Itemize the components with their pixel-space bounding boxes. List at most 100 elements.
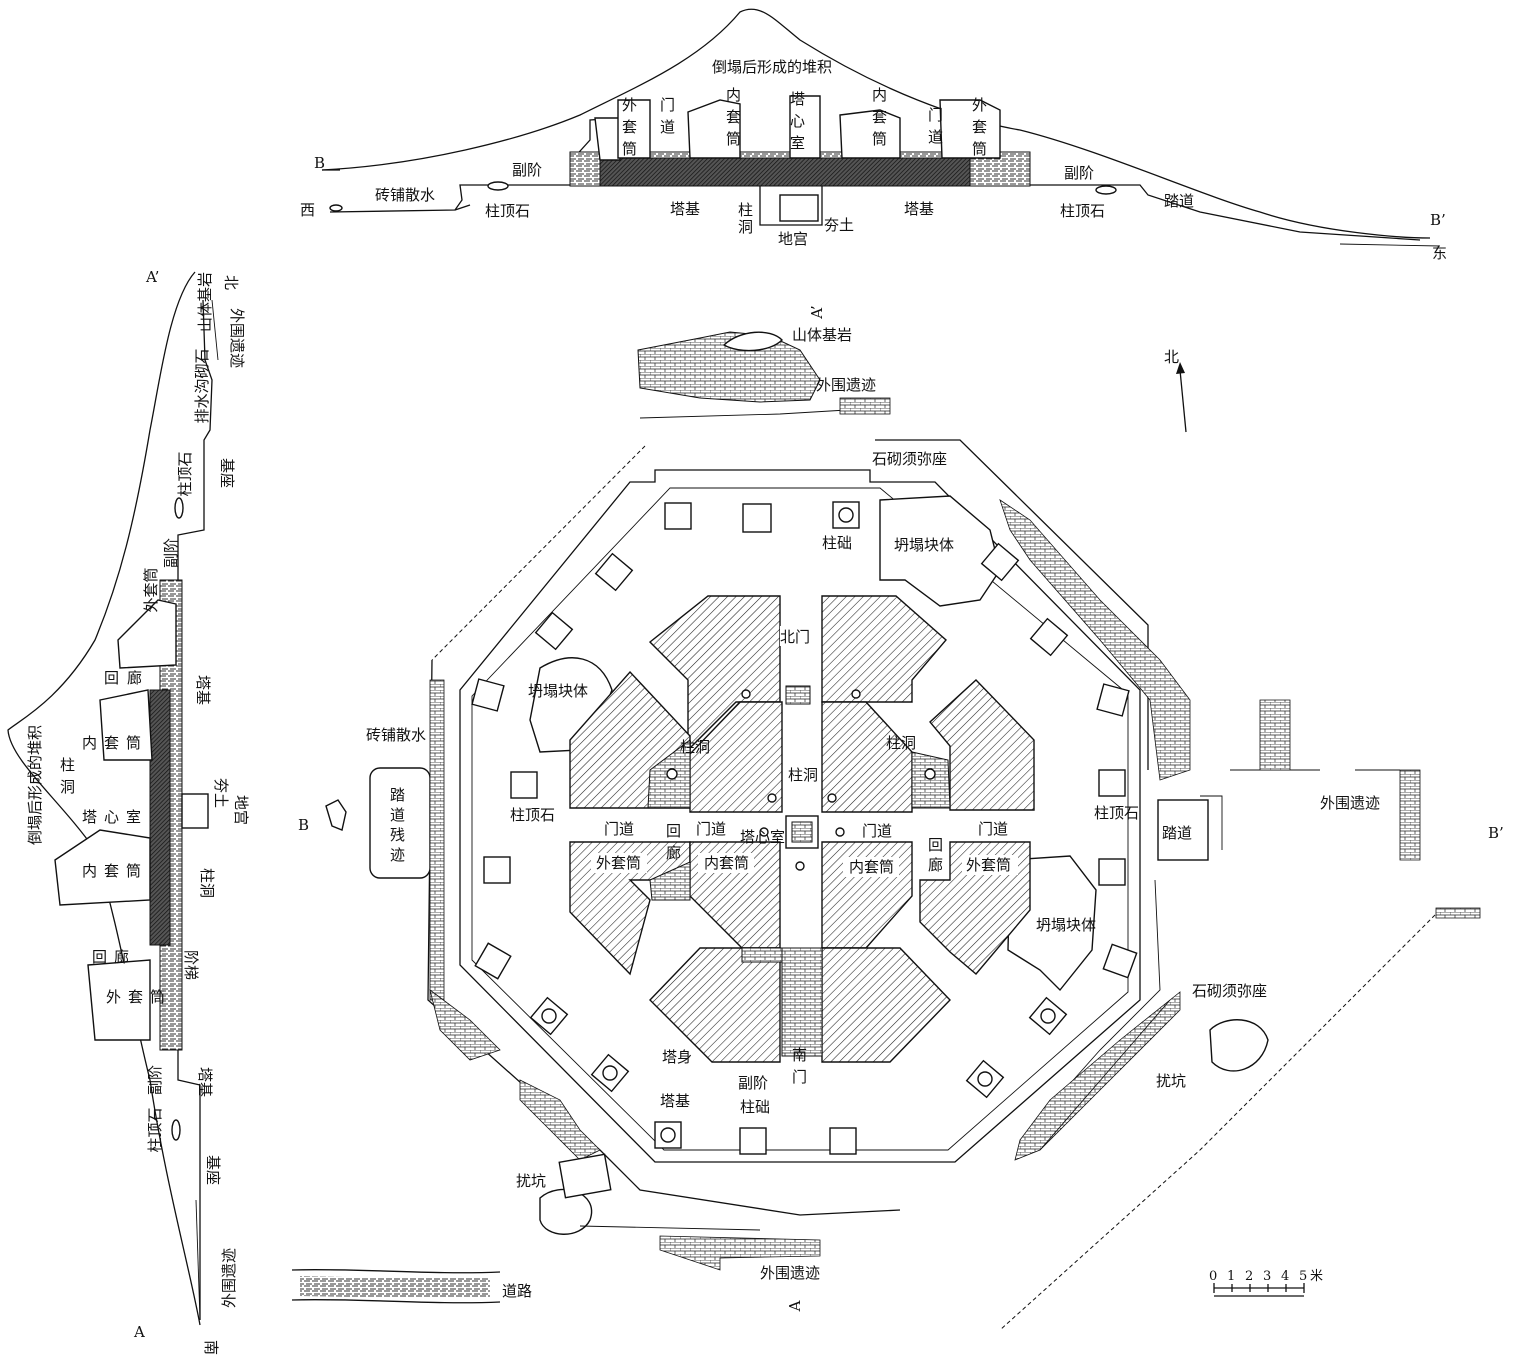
plan-brick-drain: 砖铺散水 [366, 726, 426, 744]
plan-tower-base: 塔基 [660, 1092, 690, 1110]
bb-fujie-left: 副阶 [512, 161, 542, 179]
bb-dir-east: 东 [1432, 244, 1447, 262]
bb-outer-tube-left-2: 套 [622, 118, 637, 136]
aa-dir-south: 南 [202, 1340, 220, 1355]
aa-debris-label: 倒塌后形成的堆积 [26, 725, 44, 845]
plan-view: 北 A’ A B B’ 山体基岩 外围遗迹 外围遗迹 外围遗迹 石砌须弥座 石砌… [291, 305, 1504, 1331]
bb-outer-tube-left-1: 外 [622, 96, 637, 114]
aa-plinth-bottom: 基座 [204, 1155, 222, 1185]
plan-sumeru-north: 石砌须弥座 [872, 450, 947, 468]
aa-periphery-bottom: 外围遗迹 [220, 1248, 238, 1308]
plan-north-gate: 北门 [780, 628, 810, 646]
aa-outer-tube-bottom-2: 套 [128, 988, 143, 1006]
scale-unit: 米 [1310, 1269, 1323, 1284]
plan-ramp-east: 踏道 [1162, 824, 1192, 842]
plan-ramp-remains-3: 残 [390, 826, 405, 844]
aa-pillar-hole-2: 洞 [60, 778, 75, 796]
plan-corridor-east-1: 回 [928, 836, 943, 854]
aa-rammed-earth: 夯土 [212, 778, 230, 808]
aa-fujie-top: 副阶 [162, 538, 180, 568]
bb-rammed-earth: 夯土 [824, 216, 854, 234]
plan-corridor-west-2: 廊 [666, 844, 681, 862]
plan-b-left: B [298, 816, 309, 834]
plan-pillar-hole-east: 柱洞 [886, 734, 916, 752]
aa-inner-tube-bottom-3: 筒 [126, 862, 141, 880]
bb-inner-tube-right-2: 套 [872, 108, 887, 126]
plan-ramp-remains-4: 迹 [390, 846, 405, 864]
plan-outer-tube-west: 外套筒 [596, 854, 641, 872]
bb-outer-tube-right-1: 外 [972, 96, 987, 114]
aa-outer-tube-bottom-1: 外 [106, 988, 121, 1006]
aa-center-room-1: 塔 [82, 808, 97, 826]
bb-capstone-right: 柱顶石 [1060, 202, 1105, 220]
plan-ramp-remains-2: 道 [390, 806, 405, 824]
aa-corridor-top-1: 回 [104, 669, 119, 687]
aa-pillar-hole-1: 柱 [60, 756, 75, 774]
scale-tick-5: 5 [1299, 1269, 1307, 1284]
plan-outer-tube-east: 外套筒 [966, 856, 1011, 874]
bb-end-left: B [314, 154, 325, 172]
aa-corridor-bottom-2: 廊 [114, 948, 129, 966]
bb-inner-tube-right-3: 筒 [872, 130, 887, 148]
plan-pillar-hole-west: 柱洞 [680, 738, 710, 756]
bb-end-right: B’ [1430, 211, 1446, 229]
bb-base-right: 塔基 [904, 200, 934, 218]
plan-south-gate-2: 门 [792, 1068, 807, 1086]
aa-inner-tube-top-2: 套 [104, 734, 119, 752]
bb-passage-left-2: 道 [660, 118, 675, 136]
bb-inner-tube-left-2: 套 [726, 108, 741, 126]
plan-center-room: 塔心室 [740, 828, 785, 846]
section-aa: A’ A 北 南 倒塌后形成的堆积 山体基岩 外围遗迹 排水沟砌石 柱顶石 基座… [7, 268, 250, 1355]
bb-outer-tube-right-2: 套 [972, 118, 987, 136]
plan-a-bottom: A [786, 1300, 804, 1312]
aa-periphery-top: 外围遗迹 [228, 308, 246, 368]
bb-inner-tube-left-1: 内 [726, 86, 741, 104]
section-bb: B B’ 西 东 倒塌后形成的堆积 外 套 筒 门 道 内 套 筒 塔 心 室 … [300, 8, 1447, 262]
plan-passage-4: 门道 [978, 820, 1008, 838]
plan-tower-body: 塔身 [662, 1048, 692, 1066]
plan-south-gate-1: 南 [792, 1046, 807, 1064]
scale-tick-1: 1 [1227, 1269, 1235, 1284]
scale-tick-3: 3 [1263, 1269, 1271, 1284]
aa-inner-tube-bottom-1: 内 [82, 862, 97, 880]
aa-drain-stone: 排水沟砌石 [193, 348, 211, 423]
plan-north-arrow-label: 北 [1164, 348, 1179, 366]
scale-tick-0: 0 [1209, 1269, 1217, 1284]
plan-road: 道路 [502, 1282, 532, 1300]
aa-capstone-top: 柱顶石 [176, 451, 194, 496]
plan-capstone-west: 柱顶石 [510, 806, 555, 824]
plan-periphery-north: 外围遗迹 [816, 376, 876, 394]
aa-crypt: 地宫 [232, 795, 250, 825]
plan-collapse-w: 坍塌块体 [528, 682, 588, 700]
plan-capstone-east: 柱顶石 [1094, 804, 1139, 822]
plan-pillar-base-north: 柱础 [822, 534, 852, 552]
plan-pit-east: 扰坑 [1156, 1072, 1186, 1090]
bb-inner-tube-right-1: 内 [872, 86, 887, 104]
aa-end-top: A’ [145, 268, 159, 286]
scale-tick-4: 4 [1281, 1269, 1289, 1284]
aa-corridor-bottom-1: 回 [92, 948, 107, 966]
aa-inner-tube-top-3: 筒 [126, 734, 141, 752]
plan-inner-tube-west: 内套筒 [704, 854, 749, 872]
plan-b-right: B’ [1488, 824, 1504, 842]
aa-outer-tube-top: 外套筒 [142, 567, 160, 612]
plan-a-top: A’ [808, 305, 826, 319]
bb-outer-tube-right-3: 筒 [972, 140, 987, 158]
bb-ramp: 踏道 [1164, 192, 1194, 210]
aa-plinth-top: 基座 [218, 458, 236, 488]
aa-end-bottom: A [133, 1323, 145, 1341]
plan-collapse-ne: 坍塌块体 [894, 536, 954, 554]
aa-center-room-2: 心 [104, 808, 119, 826]
plan-pit-southwest: 扰坑 [516, 1172, 546, 1190]
aa-pillar-hole-lower: 柱洞 [198, 868, 216, 898]
plan-passage-2: 门道 [696, 820, 726, 838]
plan-sumeru-east: 石砌须弥座 [1192, 982, 1267, 1000]
aa-dir-north: 北 [222, 275, 240, 290]
aa-center-room-3: 室 [126, 808, 141, 826]
plan-passage-1: 门道 [604, 820, 634, 838]
aa-fujie-bottom: 副阶 [146, 1065, 164, 1095]
plan-inner-tube-east: 内套筒 [849, 858, 894, 876]
bb-passage-left-1: 门 [660, 96, 675, 114]
plan-pillar-base-south: 柱础 [740, 1098, 770, 1116]
